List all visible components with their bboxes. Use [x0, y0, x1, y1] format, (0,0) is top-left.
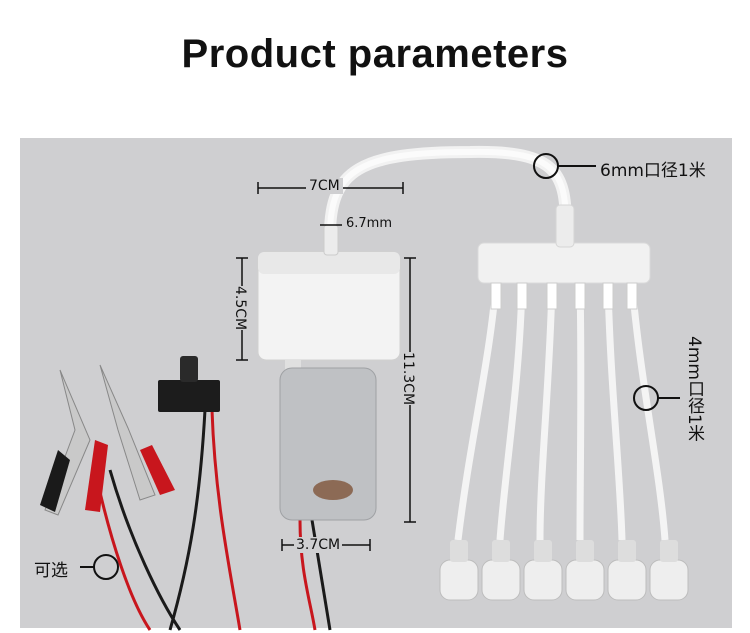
branch-tube-label: 4mm口径1米 [684, 336, 704, 442]
pump-motor [279, 367, 377, 521]
callouts [80, 153, 680, 580]
air-stones [439, 559, 689, 601]
dim-label-head-height: 4.5CM [232, 286, 248, 331]
optional-label: 可选 [34, 561, 68, 581]
dim-label-motor-width: 3.7CM [294, 537, 343, 553]
alligator-clip-black [40, 369, 91, 516]
alligator-clip-red [85, 364, 175, 512]
air-manifold [477, 242, 651, 284]
page-title: Product parameters [181, 32, 569, 76]
dim-label-total-height: 11.3CM [400, 352, 416, 406]
dim-label-nozzle: 6.7mm [346, 216, 393, 231]
switch-box [158, 380, 220, 412]
dim-label-width: 7CM [306, 178, 343, 194]
branch-tubes [454, 282, 669, 541]
main-tube-label: 6mm口径1米 [600, 161, 706, 181]
